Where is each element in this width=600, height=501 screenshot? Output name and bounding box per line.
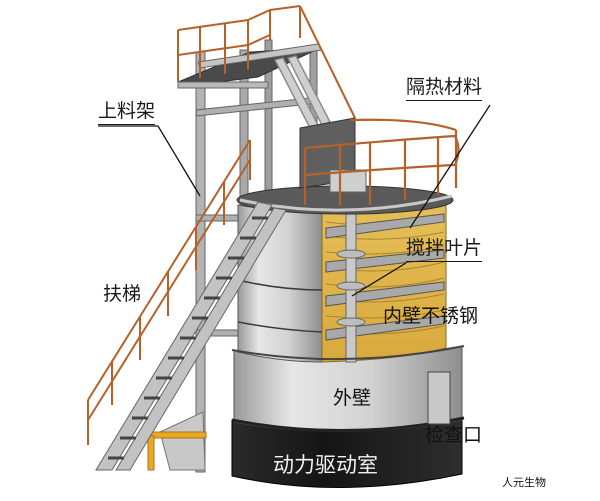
feed-hopper — [147, 411, 207, 471]
label-mixing-blade: 搅拌叶片 — [406, 237, 483, 262]
label-inspection-port: 检查口 — [425, 424, 483, 446]
leader-lines — [98, 104, 491, 297]
watermark: 人元生物 — [502, 476, 546, 489]
stair — [87, 139, 287, 471]
label-insulation: 隔热材料 — [406, 76, 483, 101]
label-stair: 扶梯 — [103, 283, 142, 305]
label-inner-wall-stainless: 内壁不锈钢 — [383, 305, 479, 327]
label-drive-room: 动力驱动室 — [273, 453, 378, 477]
tank-body — [231, 117, 465, 488]
label-outer-wall: 外壁 — [333, 387, 372, 409]
label-feed-frame: 上料架 — [98, 100, 156, 125]
